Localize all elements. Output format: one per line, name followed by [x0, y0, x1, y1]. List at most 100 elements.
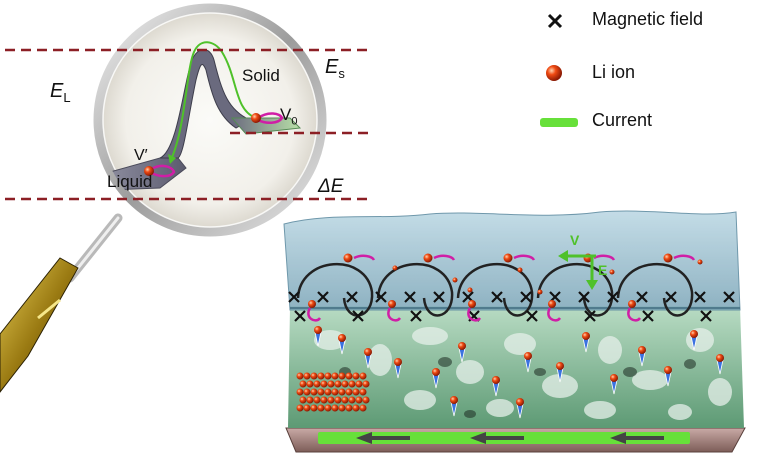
li-ion-porous [716, 354, 724, 362]
magnetic-field-cross [491, 291, 503, 303]
li-ion-orbit [423, 253, 433, 263]
magnetic-field-cross [352, 310, 364, 322]
li-ion-cluster-member [296, 372, 304, 380]
magnetic-field-cross [288, 291, 300, 303]
li-ion-porous [690, 330, 698, 338]
energy-level-lines [5, 48, 370, 201]
li-ion-orbit [343, 253, 353, 263]
li-ion-cluster-member [327, 380, 335, 388]
li-ion-porous [610, 374, 618, 382]
li-ion-cluster-member [355, 396, 363, 404]
li-ion-cluster-member [303, 372, 311, 380]
li-ion-porous [638, 346, 646, 354]
li-ion-cluster-member [296, 404, 304, 412]
li-ion-legend-icon [546, 65, 562, 81]
li-ion-cluster-member [331, 388, 339, 396]
li-ion-interface [628, 300, 636, 308]
solid-label: Solid [242, 66, 280, 85]
legend [540, 13, 578, 127]
helical-trajectories [296, 262, 694, 317]
li-ion-cluster-member [320, 380, 328, 388]
li-ion-glass [517, 267, 523, 273]
li-ion-cluster-member [359, 404, 367, 412]
li-ion-solid [251, 113, 261, 123]
legend-li-ion-label: Li ion [592, 62, 636, 82]
li-ion-cluster-member [338, 372, 346, 380]
li-ion-porous [582, 332, 590, 340]
li-ion-glass [452, 277, 458, 283]
li-ion-cluster-member [334, 396, 342, 404]
field-vector [586, 256, 598, 290]
porous-layer [288, 306, 744, 428]
li-ion-porous [432, 368, 440, 376]
magnetic-field-cross [584, 310, 596, 322]
li-ion-porous [450, 396, 458, 404]
magnetic-field-cross [410, 310, 422, 322]
li-ion-cluster-member [345, 404, 353, 412]
li-ion-cluster-member [317, 372, 325, 380]
v0-label: V0 [280, 105, 298, 128]
magnifier-handle [0, 213, 123, 393]
li-ion-glass [467, 287, 473, 293]
li-ion-cluster-member [299, 396, 307, 404]
li-ion-cluster-member [327, 396, 335, 404]
hop-arc [433, 254, 456, 261]
li-ion-cluster-member [359, 372, 367, 380]
magnetic-field-cross [317, 291, 329, 303]
current-legend-icon [540, 118, 578, 127]
glass-layer [283, 210, 741, 311]
li-ion-porous [524, 352, 532, 360]
li-ion-cluster-member [320, 396, 328, 404]
magnetic-field-cross [404, 291, 416, 303]
li-ion-cluster-member [341, 396, 349, 404]
li-ion-porous [516, 398, 524, 406]
li-ion-cluster-member [313, 396, 321, 404]
li-ion-porous [664, 366, 672, 374]
magnetic-field-cross [665, 291, 677, 303]
li-ion-cluster-member [310, 388, 318, 396]
legend-magnetic-field-label: Magnetic field [592, 9, 704, 29]
li-ion-cluster-member [303, 388, 311, 396]
li-ion-cluster-member [334, 380, 342, 388]
li-ion-orbit [503, 253, 513, 263]
hop-arc [307, 307, 322, 322]
hop-arc [627, 307, 642, 322]
li-ion-cluster-member [306, 396, 314, 404]
magnetic-field-cross [607, 291, 619, 303]
li-ion-cluster-member [348, 380, 356, 388]
hop-arc [593, 254, 616, 261]
dynamic-marks [288, 253, 735, 419]
magnetic-field-cross [294, 310, 306, 322]
current-arrows [356, 432, 664, 444]
hop-arc-v-prime [149, 164, 176, 178]
v-vector-label: V [570, 232, 580, 248]
li-ion-cluster-member [348, 396, 356, 404]
li-ion-porous [364, 348, 372, 356]
magnetic-field-cross [636, 291, 648, 303]
delta-e-label: ΔE [318, 176, 344, 197]
li-ion-cluster-member [313, 380, 321, 388]
li-ion-cluster-member [324, 404, 332, 412]
li-ion-cluster-member [338, 388, 346, 396]
li-ion-cluster-member [324, 388, 332, 396]
hop-arc [513, 254, 536, 261]
li-ion-glass [697, 259, 703, 265]
pore-network [314, 327, 732, 420]
li-ion-interface [468, 300, 476, 308]
li-ion-cluster-member [317, 388, 325, 396]
magnetic-field-cross [642, 310, 654, 322]
magnetic-field-cross [723, 291, 735, 303]
li-ion-glass [537, 289, 543, 295]
hop-arc [673, 254, 696, 261]
li-ion-cluster-member [317, 404, 325, 412]
li-ion-porous [314, 326, 322, 334]
magnetic-field-cross [375, 291, 387, 303]
li-ion-cluster-member [355, 380, 363, 388]
li-ion-glass [609, 269, 615, 275]
li-ion-porous [338, 334, 346, 342]
hop-arc [547, 307, 562, 322]
magnetic-field-cross [526, 310, 538, 322]
magnetic-field-cross [433, 291, 445, 303]
